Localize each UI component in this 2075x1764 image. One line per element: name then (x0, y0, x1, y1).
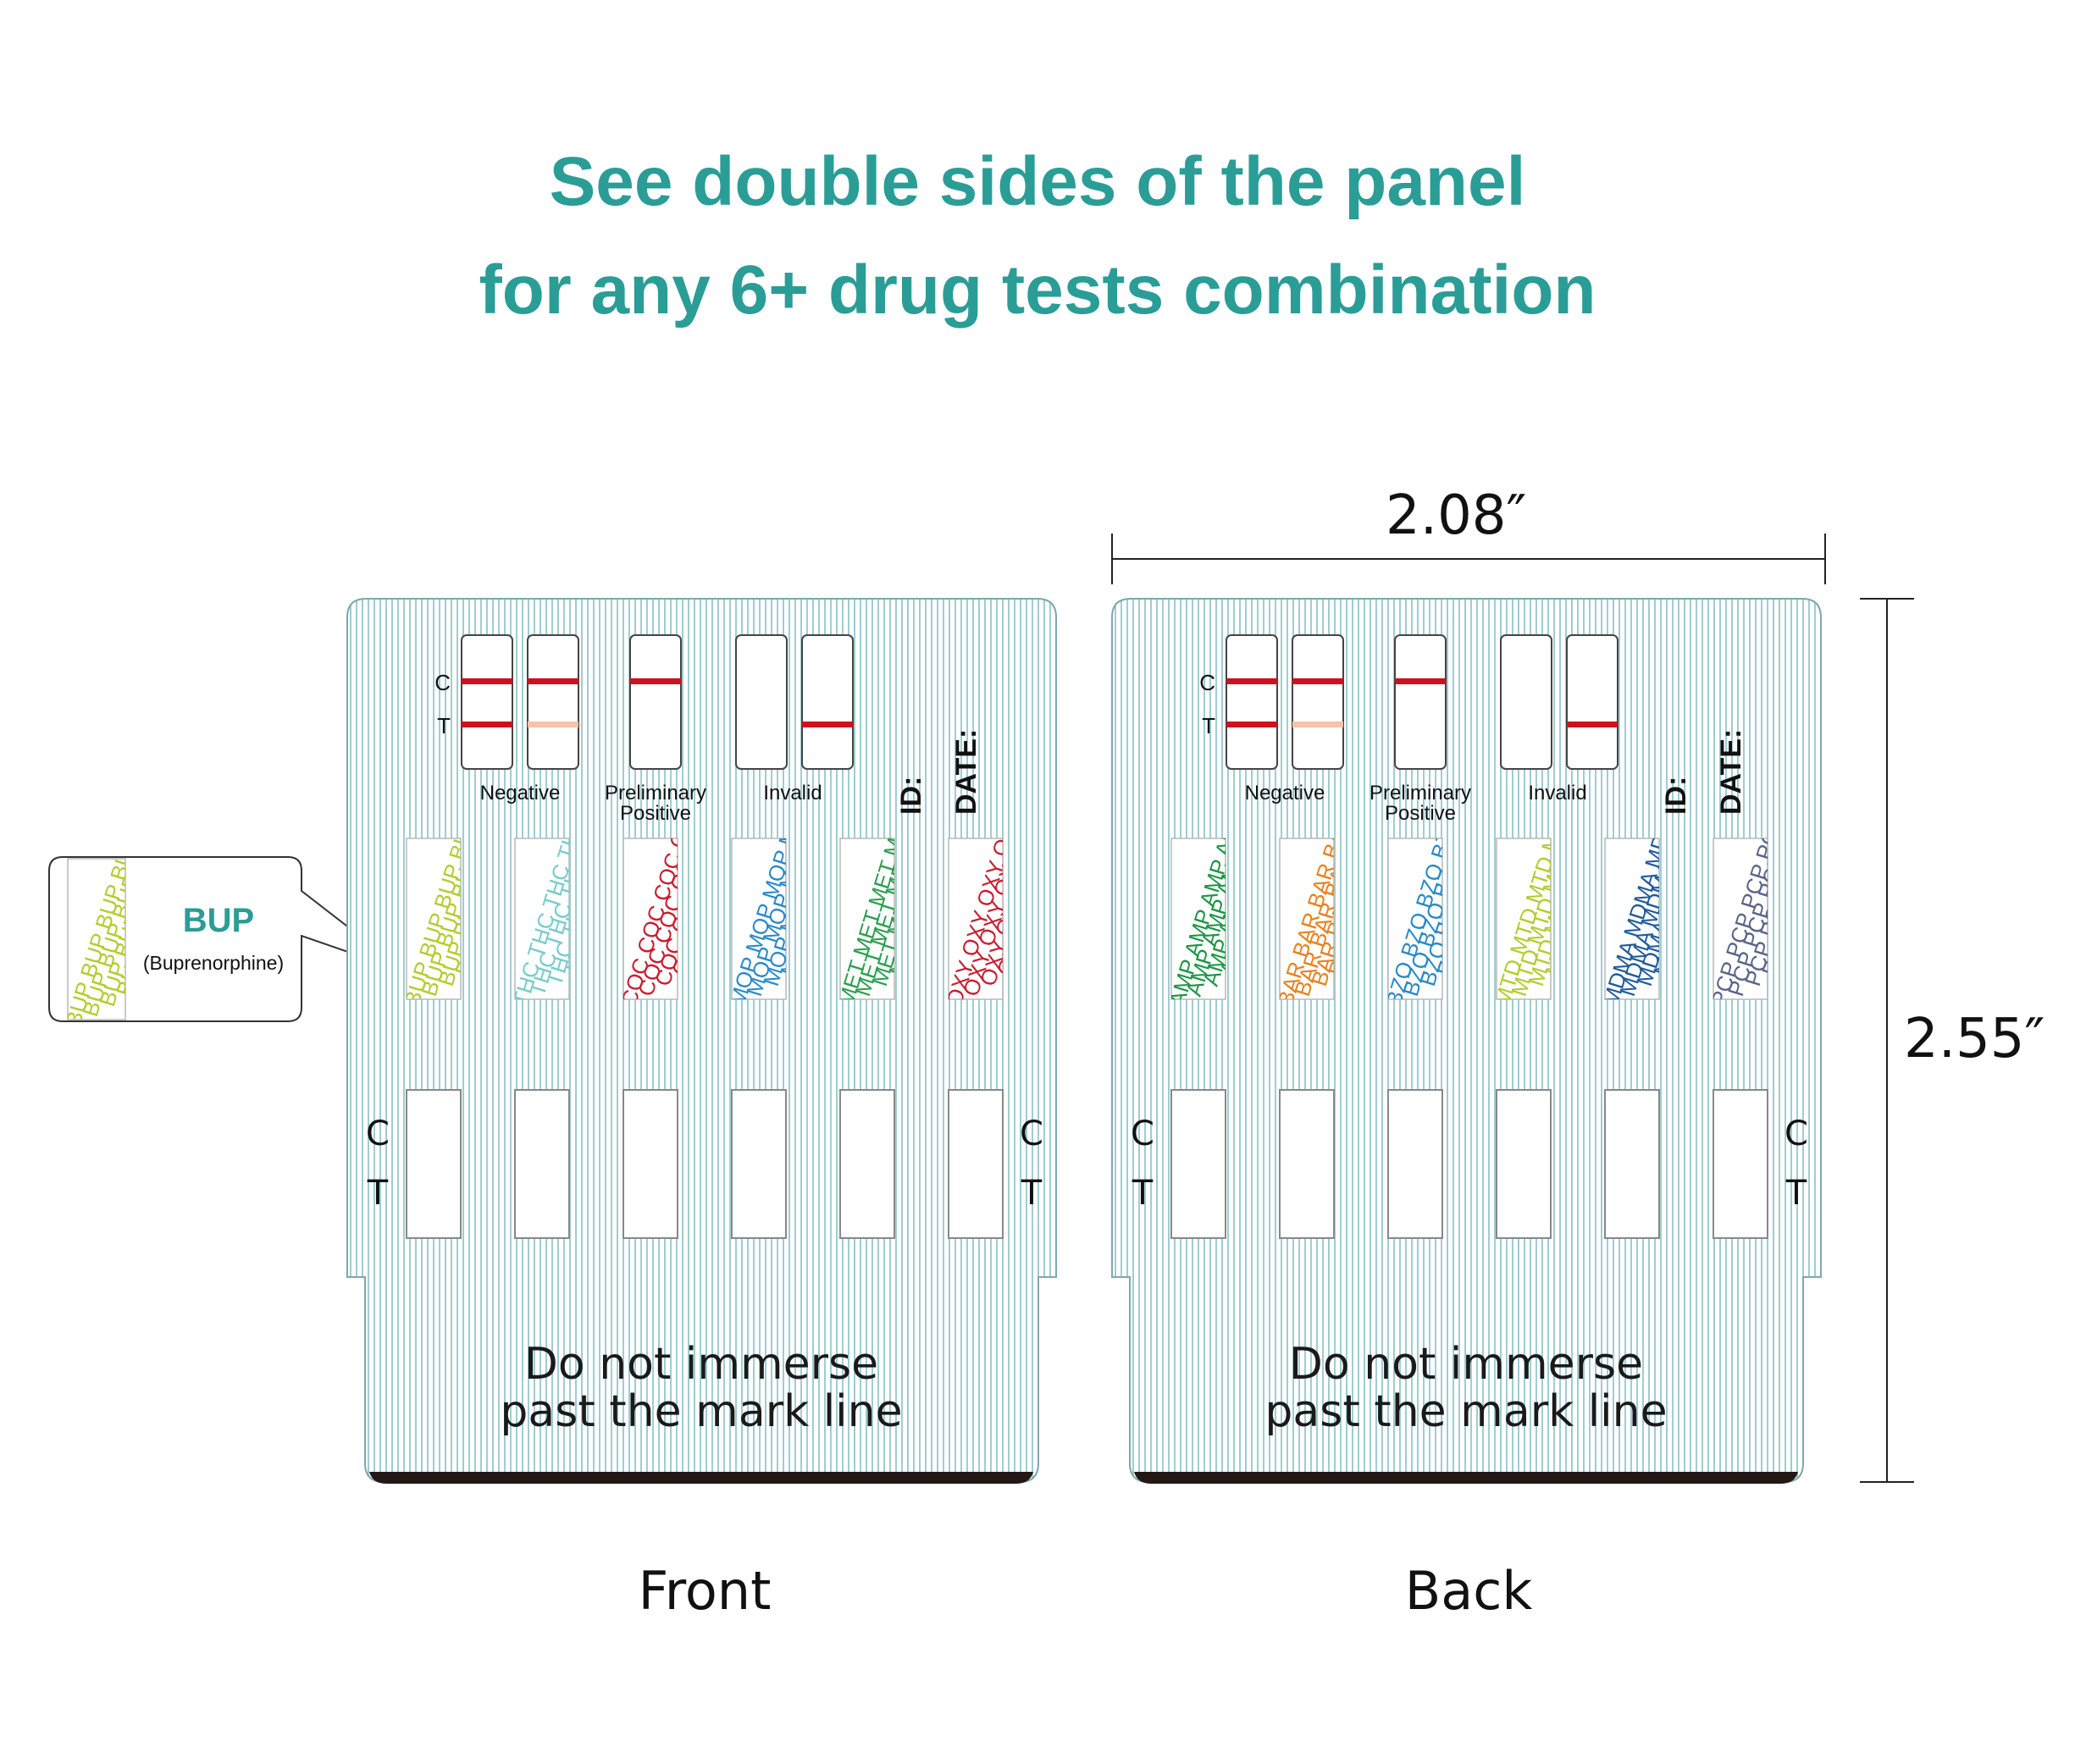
result-window (1566, 634, 1618, 770)
warning-line-1: Do not immerse (524, 1339, 878, 1390)
warning-line-2: past the mark line (1264, 1386, 1667, 1437)
window-t-right: T (1785, 1174, 1807, 1213)
result-window (1500, 634, 1552, 770)
window-c-left: C (366, 1114, 390, 1153)
drug-strip-bup (406, 838, 462, 1000)
callout-strip (67, 858, 126, 1020)
sample-window (731, 1089, 787, 1239)
legend-invalid: Invalid (1528, 782, 1586, 805)
result-window (1394, 634, 1447, 770)
result-window (629, 634, 682, 770)
legend-positive: Positive (1385, 802, 1456, 825)
width-label: 2.08″ (1386, 484, 1527, 547)
result-window (461, 634, 513, 770)
result-window (527, 634, 579, 770)
legend-c-label: C (434, 670, 451, 695)
window-c-right: C (1020, 1114, 1043, 1153)
legend-positive: Positive (620, 802, 691, 825)
legend-invalid: Invalid (763, 782, 822, 805)
result-window (1292, 634, 1344, 770)
date-field-label: DATE: (950, 729, 982, 815)
panel-base-edge (369, 1472, 1033, 1484)
result-window (801, 634, 854, 770)
legend-preliminary: Preliminary (605, 782, 706, 805)
drug-strip-coc (622, 838, 678, 1000)
sample-window (406, 1089, 462, 1239)
drug-strip-mtd (1496, 838, 1552, 1000)
legend-t-label: T (1202, 713, 1215, 738)
sample-window (622, 1089, 678, 1239)
height-dimension (1860, 598, 1914, 1483)
test-line (802, 722, 853, 727)
drug-strip-oxy (948, 838, 1004, 1000)
sample-window (514, 1089, 570, 1239)
window-t-left: T (1132, 1174, 1154, 1213)
window-c-right: C (1784, 1114, 1808, 1153)
drug-strip-bzo (1387, 838, 1443, 1000)
test-line (1567, 722, 1618, 727)
panel-base-edge (1134, 1472, 1798, 1484)
drug-strip-amp (1170, 838, 1226, 1000)
warning-line-2: past the mark line (500, 1386, 902, 1437)
sample-window (1496, 1089, 1552, 1239)
sample-window (1387, 1089, 1443, 1239)
legend-c-label: C (1199, 670, 1215, 695)
sample-window (948, 1089, 1004, 1239)
result-window (1226, 634, 1278, 770)
back-caption: Back (1404, 1560, 1533, 1622)
control-line (1292, 678, 1343, 684)
control-line (528, 678, 578, 684)
test-line (1226, 722, 1277, 727)
window-c-left: C (1131, 1114, 1154, 1153)
test-line (528, 722, 578, 727)
window-t-right: T (1021, 1174, 1043, 1213)
drug-strip-pcp (1713, 838, 1768, 1000)
control-line (1226, 678, 1277, 684)
control-line (630, 678, 681, 684)
legend-negative: Negative (480, 782, 561, 805)
headline-line-2: for any 6+ drug tests combination (479, 252, 1596, 329)
date-field-label: DATE: (1715, 729, 1747, 815)
legend-t-label: T (437, 713, 451, 738)
legend-negative: Negative (1245, 782, 1325, 805)
front-caption: Front (638, 1560, 772, 1622)
bup-callout: BUP BUP BUP BUP BUP BUP BUP BUP BUP BUP … (48, 856, 407, 1022)
control-line (1395, 678, 1446, 684)
id-field-label: ID: (1660, 777, 1692, 815)
sample-window (1279, 1089, 1335, 1239)
control-line (462, 678, 512, 684)
test-line (462, 722, 512, 727)
height-label: 2.55″ (1904, 1008, 2045, 1070)
callout-drug-name: (Buprenorphine) (143, 952, 284, 974)
drug-strip-met (839, 838, 895, 1000)
sample-window (839, 1089, 895, 1239)
drug-strip-mop (731, 838, 787, 1000)
sample-window (1604, 1089, 1660, 1239)
window-t-left: T (367, 1174, 389, 1213)
id-field-label: ID: (895, 777, 927, 815)
test-line (1292, 722, 1343, 727)
drug-strip-mdma (1604, 838, 1660, 1000)
headline-line-1: See double sides of the panel (549, 143, 1526, 220)
drug-strip-bar (1279, 838, 1335, 1000)
legend-preliminary: Preliminary (1370, 782, 1471, 805)
sample-window (1713, 1089, 1768, 1239)
sample-window (1170, 1089, 1226, 1239)
width-dimension (1111, 534, 1826, 584)
callout-drug-code: BUP (183, 902, 254, 939)
drug-strip-thc (514, 838, 570, 1000)
result-window (735, 634, 788, 770)
callout-strip-pattern: BUP BUP BUP BUP BUP BUP BUP BUP BUP BUP … (67, 858, 126, 1020)
warning-line-1: Do not immerse (1289, 1339, 1643, 1390)
